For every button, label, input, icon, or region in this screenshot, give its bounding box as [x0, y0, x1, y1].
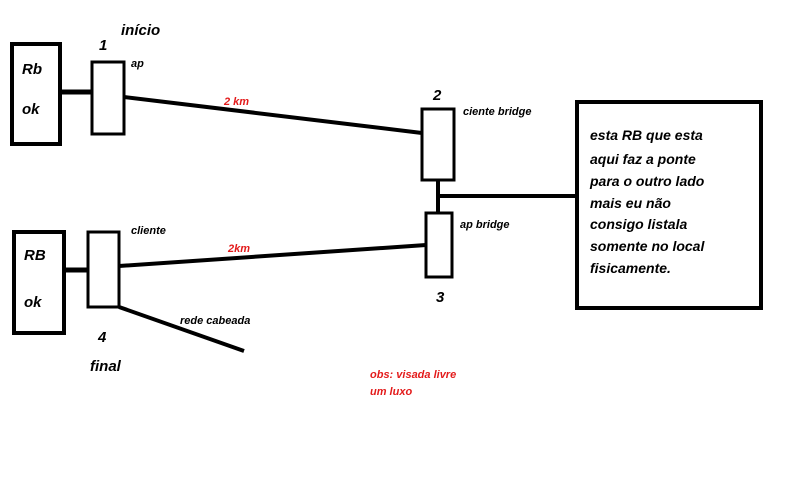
client-device-4 [86, 230, 121, 309]
node-2-number: 2 [432, 87, 442, 104]
note-line-7: fisicamente. [590, 260, 671, 276]
bottom-router-box [12, 230, 66, 335]
note-line-6: somente no local [590, 238, 705, 254]
node-4-number: 4 [97, 329, 107, 346]
obs-line-2: um luxo [370, 386, 412, 398]
obs-line-1: obs: visada livre [370, 369, 456, 381]
ap-device-1 [90, 60, 126, 136]
bottom-router-status: ok [24, 294, 42, 311]
note-box [575, 100, 763, 310]
client-to-ap-bridge-link [118, 243, 427, 268]
note-line-2: aqui faz a ponte [590, 151, 696, 167]
note-line-3: para o outro lado [589, 173, 705, 189]
node-4-label: cliente [131, 225, 166, 237]
note-line-5: consigo listala [590, 216, 687, 232]
client-bridge-device-2 [420, 107, 456, 182]
bottom-router-label: RB [24, 247, 46, 264]
node-1-caption: início [121, 22, 160, 39]
top-router-label: Rb [22, 61, 42, 78]
node-1-number: 1 [99, 37, 107, 54]
ap-bridge-device-3 [424, 211, 454, 279]
node-4-caption: final [90, 358, 122, 375]
node-3-label: ap bridge [460, 219, 510, 231]
note-line-4: mais eu não [590, 195, 671, 211]
wired-network-label: rede cabeada [180, 315, 250, 327]
bottom-link-distance: 2km [227, 243, 250, 255]
node-2-label: ciente bridge [463, 106, 531, 118]
top-router-box [10, 42, 62, 146]
note-line-1: esta RB que esta [590, 127, 703, 143]
wired-network-link [118, 305, 245, 353]
node-1-label: ap [131, 58, 144, 70]
ap-to-client-bridge-link [123, 95, 423, 135]
top-link-distance: 2 km [223, 96, 249, 108]
node-3-number: 3 [436, 289, 445, 306]
top-router-status: ok [22, 101, 40, 118]
